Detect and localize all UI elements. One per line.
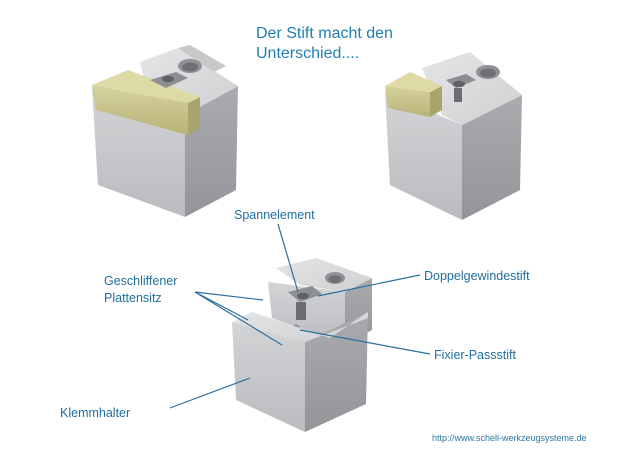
screw-hole-inner-icon (182, 62, 198, 72)
cassette-front (268, 282, 345, 345)
holder-top-face (232, 312, 368, 342)
label-plattensitz: Plattensitz (104, 291, 162, 305)
label-spannelement: Spannelement (234, 208, 315, 222)
holder-side-face (305, 312, 368, 432)
pin-head-icon (162, 75, 174, 83)
screw-hole-inner-icon (328, 275, 342, 283)
label-doppelgewindestift: Doppelgewindestift (424, 269, 530, 283)
label-fixier-passstift: Fixier-Passstift (434, 348, 516, 362)
headline: Der Stift macht den Unterschied.... (256, 24, 393, 64)
pin-head-icon (297, 292, 309, 300)
headline-line-1: Der Stift macht den (256, 25, 393, 42)
insert-top (92, 70, 200, 103)
label-klemmhalter: Klemmhalter (60, 406, 131, 420)
insert-side (430, 86, 442, 117)
holder-top-face (422, 52, 522, 125)
holder-assembly-exploded (232, 258, 372, 432)
insert-top (385, 72, 442, 92)
pin-shaft (296, 302, 306, 320)
leader-doppelgewindestift (317, 274, 421, 297)
leader-lines (169, 223, 431, 409)
leader-plattensitz-b (194, 291, 249, 321)
leader-fixier-passstift (299, 329, 431, 355)
leader-plattensitz-c (194, 291, 283, 346)
pin-shaft (454, 88, 462, 102)
headline-line-2: Unterschied.... (256, 45, 360, 62)
insert-front (385, 86, 430, 117)
screw-hole-inner-icon (480, 68, 496, 78)
holder-upper-step (178, 45, 226, 72)
leader-plattensitz-a (194, 291, 264, 301)
leader-klemmhalter (169, 377, 251, 409)
insert-front (92, 85, 188, 135)
insert-side (188, 97, 200, 135)
leader-spannelement (277, 223, 299, 293)
holder-assembly-right (385, 52, 522, 220)
footer-url: http://www.schell-werkzeugsysteme.de (432, 433, 587, 443)
holder-assembly-left (92, 45, 238, 217)
pin-head-icon (453, 80, 465, 88)
holder-side-face (462, 95, 522, 220)
label-geschliffener: Geschliffener (104, 274, 178, 288)
holder-front-face (385, 92, 462, 220)
cassette-top (276, 258, 372, 292)
holder-front-face (232, 322, 305, 432)
